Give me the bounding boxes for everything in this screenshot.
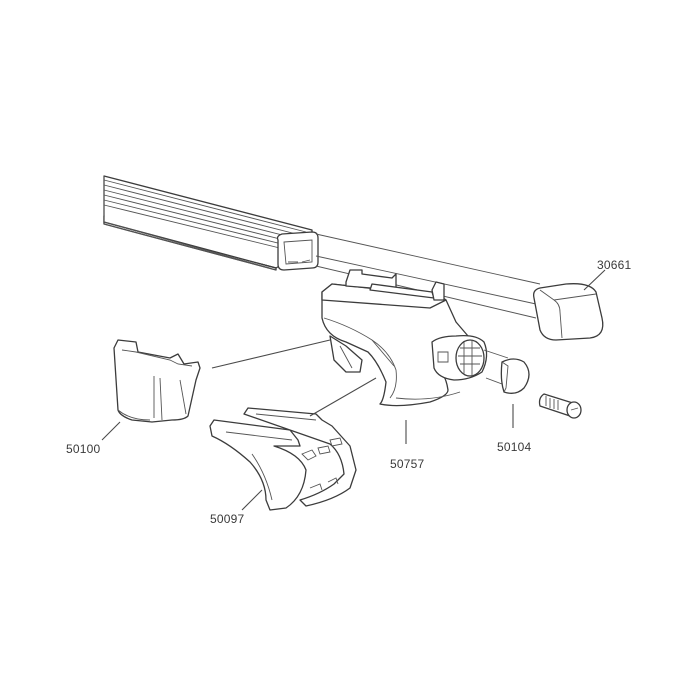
leader-50100 (101, 421, 121, 441)
leader-foot-cover-to-foot (211, 339, 331, 369)
foot (321, 269, 488, 407)
label-foot: 50757 (390, 457, 425, 471)
leader-rail-grip-to-foot (309, 377, 377, 417)
roof-bar (103, 175, 319, 271)
label-lock-cover: 50104 (497, 440, 532, 454)
label-end-cap: 30661 (597, 258, 632, 272)
lock-cylinder (538, 393, 582, 419)
label-foot-cover: 50100 (66, 442, 101, 456)
foot-cover (113, 339, 201, 423)
label-rail-grip: 50097 (210, 512, 245, 526)
leader-30661 (583, 269, 606, 291)
rail-grip (209, 407, 357, 511)
lock-cover (483, 349, 530, 394)
end-cap (532, 283, 604, 341)
leader-50097 (241, 489, 263, 511)
